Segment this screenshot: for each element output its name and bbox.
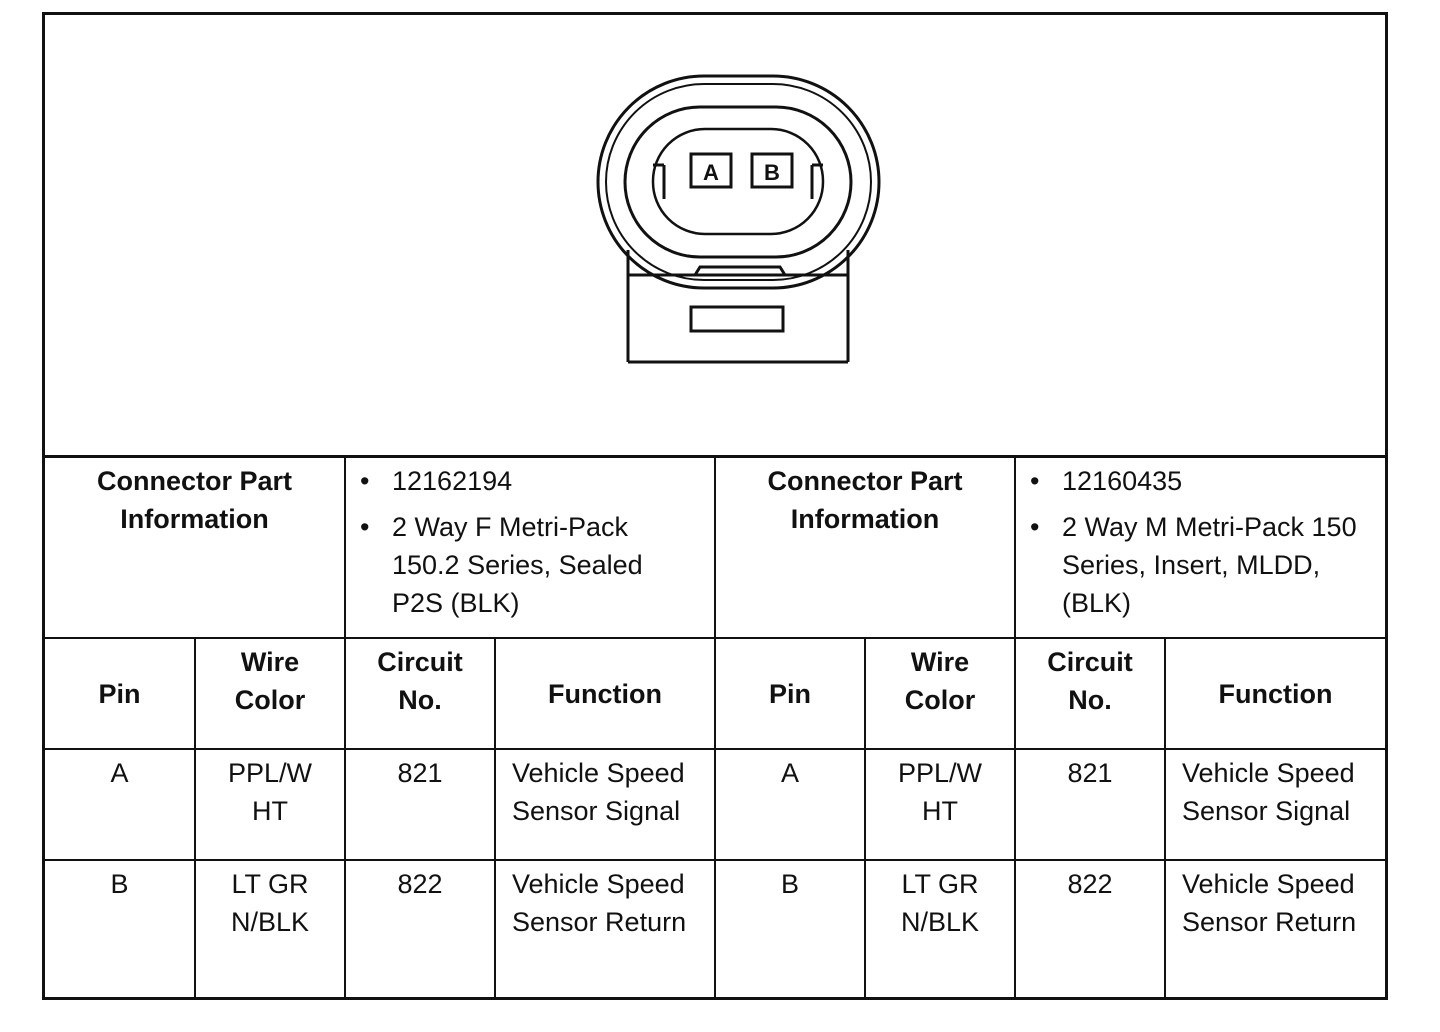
left-wire-color-header: Wire Color <box>234 647 306 715</box>
right-row-a-pin: A <box>714 748 867 861</box>
left-info-values: •12162194 •2 Way F Metri-Pack 150.2 Seri… <box>343 458 717 639</box>
right-info-values: •12160435 •2 Way M Metri-Pack 150 Series… <box>1014 458 1386 639</box>
right-wire-color-header: Wire Color <box>904 647 976 715</box>
pinout-table: Connector Part Information •12162194 •2 … <box>45 458 1386 997</box>
left-row-b-function: Vehicle Speed Sensor Return <box>512 869 687 937</box>
table-row: B LT GRN/BLK 822 Vehicle Speed Sensor Re… <box>45 859 1386 997</box>
right-info-item: •2 Way M Metri-Pack 150 Series, Insert, … <box>1030 512 1357 618</box>
right-pin-header: Pin <box>714 637 867 750</box>
connector-end-view-sheet: A B Connector Part Information •12162194… <box>42 12 1388 1000</box>
right-circuit-header: Circuit No. <box>1047 647 1133 715</box>
right-row-a-wire: PPL/WHT <box>898 758 983 826</box>
connector-cavity <box>651 127 825 236</box>
right-row-a-circuit: 821 <box>1014 748 1167 861</box>
right-part-description: 2 Way M Metri-Pack 150 Series, Insert, M… <box>1062 512 1357 618</box>
right-info-label-text: Connector Part Information <box>767 466 963 534</box>
left-part-description: 2 Way F Metri-Pack 150.2 Series, Sealed … <box>392 512 643 618</box>
connector-face-drawing: A B <box>596 74 881 364</box>
pin-a-box <box>689 152 733 189</box>
left-info-label-text: Connector Part Information <box>96 466 293 534</box>
left-row-b-wire: LT GRN/BLK <box>230 869 310 937</box>
right-row-a-function: Vehicle Speed Sensor Signal <box>1182 758 1355 826</box>
connector-info-row: Connector Part Information •12162194 •2 … <box>45 458 1386 639</box>
pin-b-box <box>750 152 794 189</box>
left-row-a-wire: PPL/WHT <box>227 758 313 826</box>
connector-latch-slot <box>689 305 785 333</box>
left-row-a-circuit: 821 <box>344 748 496 861</box>
left-row-b-circuit: 822 <box>344 859 496 997</box>
left-row-a-function: Vehicle Speed Sensor Signal <box>512 758 685 826</box>
column-header-row: Pin Wire Color Circuit No. Function Pin … <box>45 637 1386 750</box>
connector-diagram-panel: A B <box>45 15 1385 458</box>
left-pin-header: Pin <box>45 637 196 750</box>
connector-outer-shell <box>596 74 881 290</box>
left-info-item: •2 Way F Metri-Pack 150.2 Series, Sealed… <box>360 512 643 618</box>
right-row-b-wire: LT GRN/BLK <box>900 869 980 937</box>
connector-inner-shell <box>623 105 853 259</box>
left-row-a-pin: A <box>45 748 196 861</box>
left-part-number: 12162194 <box>392 466 513 496</box>
right-row-b-function: Vehicle Speed Sensor Return <box>1182 869 1357 937</box>
left-row-b-pin: B <box>45 859 196 997</box>
left-info-item: •12162194 <box>360 466 513 496</box>
right-part-number: 12160435 <box>1062 466 1183 496</box>
pin-a-label: A <box>703 160 719 185</box>
right-row-b-pin: B <box>714 859 867 997</box>
left-info-label: Connector Part Information <box>45 458 346 639</box>
pin-b-label: B <box>764 160 780 185</box>
table-row: A PPL/WHT 821 Vehicle Speed Sensor Signa… <box>45 748 1386 861</box>
right-function-header: Function <box>1164 637 1386 750</box>
left-circuit-header: Circuit No. <box>377 647 463 715</box>
right-info-label: Connector Part Information <box>714 458 1017 639</box>
right-row-b-circuit: 822 <box>1014 859 1167 997</box>
right-info-item: •12160435 <box>1030 466 1183 496</box>
left-function-header: Function <box>493 637 717 750</box>
